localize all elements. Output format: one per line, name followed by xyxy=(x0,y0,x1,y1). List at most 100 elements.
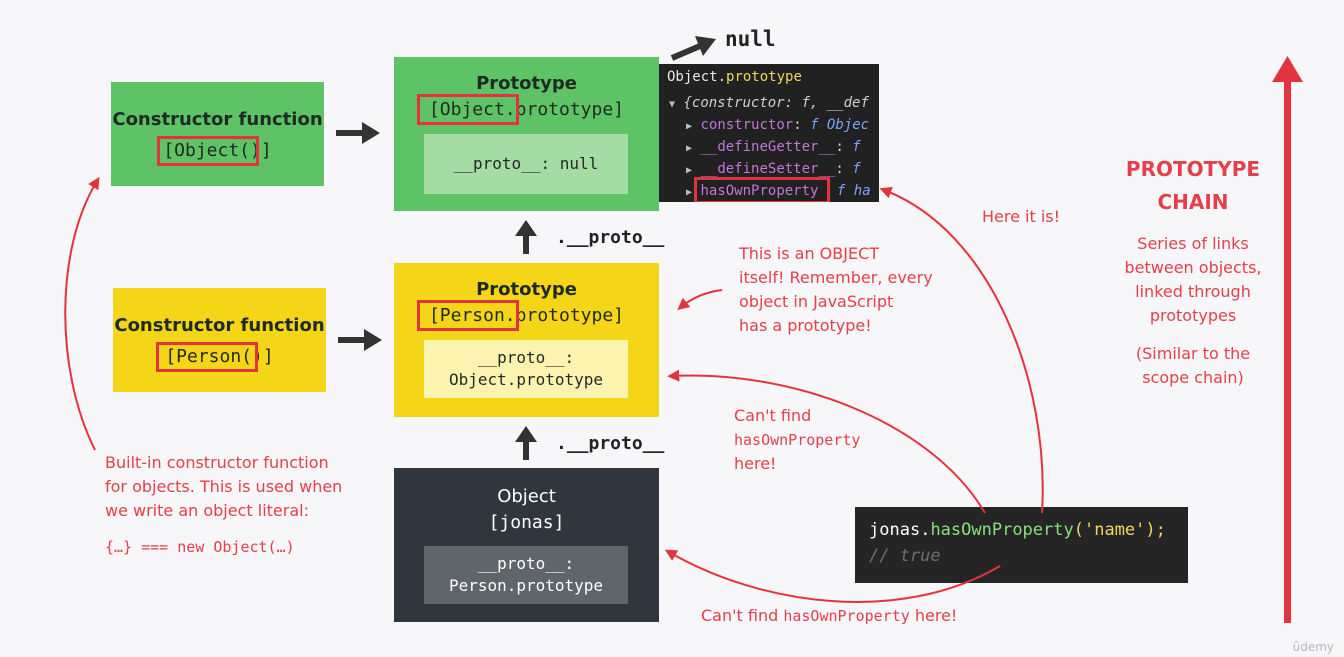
console-title-suffix: prototype xyxy=(726,69,802,85)
console-panel: Object.prototype ▼ {constructor: f, __de… xyxy=(659,64,879,202)
prototype-chain-arrow xyxy=(1272,56,1303,623)
expand-triangle-icon[interactable]: ▼ xyxy=(669,99,676,110)
chain-desc-line: linked through xyxy=(1135,282,1251,301)
collapse-triangle-icon[interactable]: ▶ xyxy=(686,143,693,154)
cant-find-person-arrow xyxy=(667,369,986,514)
console-title-prefix: Object. xyxy=(667,69,727,85)
chain-title-line: PROTOTYPE xyxy=(1125,157,1261,181)
note-code: hasOwnProperty xyxy=(734,431,861,449)
object-constructor-highlight xyxy=(157,136,259,166)
object-prototype-proto-field: __proto__: null xyxy=(424,134,628,194)
note-line: object in JavaScript xyxy=(739,292,894,311)
constructor-to-prototype-arrow-top xyxy=(336,122,380,144)
chain-title-line: CHAIN xyxy=(1157,190,1229,214)
proto-up-arrow-lower xyxy=(515,426,537,460)
note-line: has a prototype! xyxy=(739,316,872,335)
jonas-object-heading: Object xyxy=(497,486,556,507)
constructor-to-prototype-arrow-middle xyxy=(338,329,382,351)
console-value: f xyxy=(852,139,861,155)
console-row-definesetter[interactable]: ▶ __defineSetter__: f xyxy=(686,161,861,177)
object-prototype-heading: Prototype xyxy=(476,73,577,94)
code-line-comment: // true xyxy=(869,546,941,566)
chain-similar: (Similar to the scope chain) xyxy=(1093,342,1293,390)
chain-desc-line: Series of links xyxy=(1137,234,1249,253)
chain-desc-line: between objects, xyxy=(1124,258,1262,277)
console-sep: : xyxy=(835,139,844,155)
note-line: This is an OBJECT xyxy=(739,244,880,263)
code-token: ); xyxy=(1145,520,1166,540)
console-key: constructor xyxy=(700,117,794,133)
person-constructor-code: [Person()] xyxy=(165,346,274,367)
arrow-to-null xyxy=(670,36,716,61)
jonas-proto-key: __proto__: xyxy=(477,554,575,573)
console-row-definegetter[interactable]: ▶ __defineGetter__: f xyxy=(686,139,861,155)
code-token: . xyxy=(920,520,931,540)
note-object-literal: {…} === new Object(…) xyxy=(105,538,295,556)
person-prototype-heading: Prototype xyxy=(476,279,577,300)
object-constructor-code: [Object()] xyxy=(163,140,272,161)
note-object-itself: This is an OBJECT itself! Remember, ever… xyxy=(739,242,933,338)
note-line: Built-in constructor function xyxy=(105,453,329,472)
code-token: ( xyxy=(1073,520,1084,540)
code-line-call: jonas.hasOwnProperty('name'); xyxy=(869,520,1166,540)
person-prototype-code: [Person.prototype] xyxy=(428,305,625,326)
note-builtin-constructor: Built-in constructor function for object… xyxy=(105,451,342,523)
note-text: here! xyxy=(909,606,958,625)
person-constructor-highlight xyxy=(156,342,258,372)
console-key: __defineSetter__ xyxy=(700,161,836,177)
person-constructor-box: Constructor function [Person()] xyxy=(113,288,326,392)
console-sep: : xyxy=(835,161,844,177)
cant-find-jonas-arrow xyxy=(664,549,1001,603)
collapse-triangle-icon[interactable]: ▶ xyxy=(686,121,693,132)
person-prototype-proto-field: __proto__: Object.prototype xyxy=(424,340,628,398)
console-summary: {constructor: f, __def xyxy=(683,95,869,111)
note-line: Can't find xyxy=(734,406,812,425)
proto-link-label-upper: .__proto__ xyxy=(556,227,665,248)
person-constructor-heading: Constructor function xyxy=(114,315,325,336)
note-line: here! xyxy=(734,454,777,473)
object-prototype-box: Prototype [Object.prototype] __proto__: … xyxy=(394,57,659,211)
note-code: hasOwnProperty xyxy=(783,607,910,625)
note-here-it-is: Here it is! xyxy=(982,207,1061,226)
null-label: null xyxy=(725,27,776,51)
chain-desc-line: prototypes xyxy=(1149,306,1237,325)
object-constructor-box: Constructor function [Object()] xyxy=(111,82,324,186)
proto-link-label-lower: .__proto__ xyxy=(556,433,665,454)
console-row-hasownproperty[interactable]: ▶ hasOwnProperty f ha xyxy=(686,183,871,199)
person-prototype-highlight xyxy=(417,300,519,331)
collapse-triangle-icon[interactable]: ▶ xyxy=(686,187,693,198)
console-summary-row[interactable]: ▼ {constructor: f, __def xyxy=(669,95,869,111)
console-row-constructor[interactable]: ▶ constructor: f Objec xyxy=(686,117,869,133)
collapse-triangle-icon[interactable]: ▶ xyxy=(686,165,693,176)
code-snippet: jonas.hasOwnProperty('name'); // true xyxy=(855,507,1188,583)
note-cant-find-person-proto: Can't find hasOwnProperty here! xyxy=(734,404,860,476)
builtin-to-object-constructor-arrow xyxy=(64,176,100,451)
code-token: jonas xyxy=(869,520,921,540)
hasownproperty-highlight xyxy=(694,177,830,202)
person-prototype-proto-key: __proto__: xyxy=(477,348,575,367)
object-prototype-code: [Object.prototype] xyxy=(428,99,625,120)
here-it-is-arrow xyxy=(879,186,1044,514)
console-sep: : xyxy=(793,117,802,133)
code-token: 'name' xyxy=(1083,520,1146,540)
udemy-watermark: ûdemy xyxy=(1292,640,1334,654)
chain-title: PROTOTYPE CHAIN xyxy=(1093,153,1293,219)
console-title: Object.prototype xyxy=(667,69,802,85)
note-line: we write an object literal: xyxy=(105,501,309,520)
jonas-proto-value: Person.prototype xyxy=(448,576,604,595)
chain-similar-line: (Similar to the xyxy=(1135,344,1251,363)
person-prototype-proto-value: Object.prototype xyxy=(448,370,604,389)
console-value: f xyxy=(852,161,861,177)
jonas-object-box: Object [jonas] __proto__: Person.prototy… xyxy=(394,468,659,622)
note-text: Can't find xyxy=(701,606,784,625)
person-prototype-box: Prototype [Person.prototype] __proto__: … xyxy=(394,263,659,417)
object-prototype-highlight xyxy=(417,94,519,125)
console-value: f Objec xyxy=(810,117,870,133)
console-key: hasOwnProperty xyxy=(700,183,819,199)
note-to-person-prototype-arrow xyxy=(677,289,723,311)
object-constructor-heading: Constructor function xyxy=(112,109,323,130)
code-token: hasOwnProperty xyxy=(930,520,1074,540)
console-value: f ha xyxy=(836,183,871,199)
jonas-object-code: [jonas] xyxy=(488,512,565,533)
